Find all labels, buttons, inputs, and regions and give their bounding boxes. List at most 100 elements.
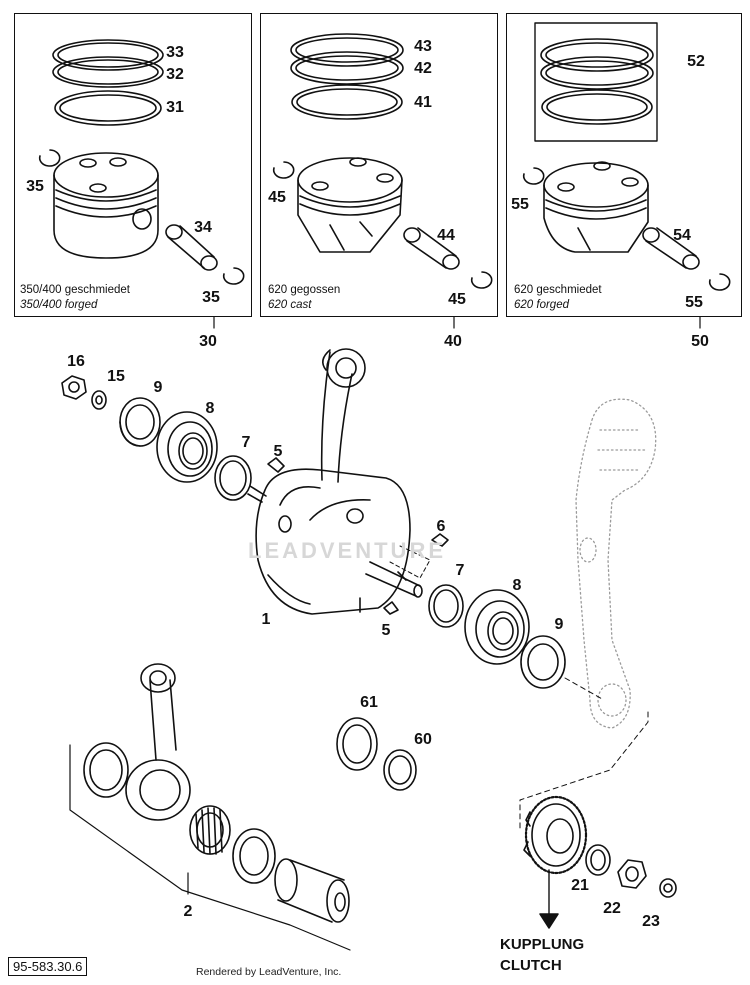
callout-6: 6 <box>436 518 446 535</box>
caption-620-forged-de: 620 geschmiedet <box>514 284 602 296</box>
caption-350-400-de: 350/400 geschmiedet <box>20 284 130 296</box>
crankshaft-1 <box>247 348 423 615</box>
key-slot-detail <box>389 545 431 579</box>
callout-44: 44 <box>437 227 455 244</box>
circlip-55-left <box>522 167 545 185</box>
spacer-ring-7-left <box>214 455 252 501</box>
nut-22 <box>617 859 647 889</box>
circlip-35-right <box>222 267 245 285</box>
spacer-ring-7-right <box>428 584 464 628</box>
watermark-text: LEADVENTURE <box>248 538 447 563</box>
callout-8-right: 8 <box>512 577 522 594</box>
callout-7-right: 7 <box>455 562 465 579</box>
caption-620-cast: 620 gegossen 620 cast <box>268 283 340 313</box>
clutch-label-de: KUPPLUNG <box>500 936 585 953</box>
piston-ring-set-52 <box>540 38 654 125</box>
woodruff-key-6 <box>431 533 449 547</box>
callout-34: 34 <box>194 219 212 236</box>
nut-16 <box>61 375 87 400</box>
caption-620-cast-en: 620 cast <box>268 299 312 311</box>
needle-bearing <box>189 805 231 855</box>
piston-ring-43 <box>290 33 404 67</box>
phantom-link-line <box>564 677 605 701</box>
oil-seal-9-left <box>119 397 161 447</box>
callout-15: 15 <box>107 368 125 385</box>
piston-ring-32 <box>52 56 164 88</box>
callout-54: 54 <box>673 227 691 244</box>
callout-32: 32 <box>166 66 184 83</box>
callout-35-left: 35 <box>26 178 44 195</box>
callout-60: 60 <box>414 731 432 748</box>
panel-620-forged-drawing <box>522 22 731 291</box>
piston-forged-350 <box>53 152 159 259</box>
callout-61: 61 <box>360 694 378 711</box>
piston-pin-54 <box>642 227 700 270</box>
callout-45-left: 45 <box>268 189 286 206</box>
circlip-35-left <box>38 149 61 167</box>
clutch-label: KUPPLUNG CLUTCH <box>500 934 584 976</box>
callout-9-left: 9 <box>153 379 163 396</box>
ball-bearing-8-right <box>464 589 530 665</box>
woodruff-key-5-bottom <box>383 601 399 615</box>
callout-35-right: 35 <box>202 289 220 306</box>
callout-55-right: 55 <box>685 294 703 311</box>
panel-350-400-drawing <box>38 39 245 285</box>
callout-31: 31 <box>166 99 184 116</box>
piston-pin-44 <box>403 227 460 270</box>
panel-620-cast <box>260 13 498 317</box>
gear-link-line <box>519 711 649 831</box>
piston-ring-42 <box>290 51 404 85</box>
callout-42: 42 <box>414 60 432 77</box>
bushing-60 <box>383 749 417 791</box>
kit-bracket <box>69 744 351 951</box>
caption-620-cast-de: 620 gegossen <box>268 284 341 296</box>
callout-2: 2 <box>183 903 193 920</box>
washer-23 <box>659 878 677 898</box>
clutch-label-en: CLUTCH <box>500 957 562 974</box>
engine-case-phantom <box>575 398 657 729</box>
gear-spacer-21 <box>585 844 611 876</box>
piston-pin-34 <box>165 224 218 271</box>
callout-5-bottom: 5 <box>381 622 391 639</box>
assembly-number-40: 40 <box>444 333 462 350</box>
piston-ring-41 <box>291 84 403 120</box>
assembly-number-30: 30 <box>199 333 217 350</box>
caption-350-400: 350/400 geschmiedet 350/400 forged <box>20 283 130 313</box>
circlip-45-left <box>272 161 295 179</box>
panel-620-forged <box>506 13 742 317</box>
piston-ring-33 <box>52 39 164 71</box>
diagram-reference-number: 95-583.30.6 <box>8 957 88 976</box>
callout-7-left: 7 <box>241 434 251 451</box>
callout-52: 52 <box>687 53 705 70</box>
seal-ring-61 <box>336 717 378 771</box>
primary-gear-21-assembly <box>523 795 588 875</box>
caption-620-forged-en: 620 forged <box>514 299 569 311</box>
callout-55-left: 55 <box>511 196 529 213</box>
callout-21: 21 <box>571 877 589 894</box>
callout-45-right: 45 <box>448 291 466 308</box>
callout-22: 22 <box>603 900 621 917</box>
conrod-kit-2 <box>69 663 351 951</box>
callout-9-right: 9 <box>554 616 564 633</box>
clutch-arrow <box>539 869 559 929</box>
oil-seal-9-right <box>520 635 566 689</box>
crank-pin <box>274 858 350 923</box>
callout-41: 41 <box>414 94 432 111</box>
piston-cast-620 <box>297 157 403 253</box>
panel-620-cast-drawing <box>272 33 493 289</box>
callout-5-top: 5 <box>273 443 283 460</box>
caption-620-forged: 620 geschmiedet 620 forged <box>514 283 602 313</box>
assembly-number-50: 50 <box>691 333 709 350</box>
callout-8-left: 8 <box>205 400 215 417</box>
panel-350-400 <box>14 13 252 317</box>
callout-16: 16 <box>67 353 85 370</box>
caption-350-400-en: 350/400 forged <box>20 299 98 311</box>
washer-15 <box>91 390 107 410</box>
ball-bearing-8-left <box>156 411 218 483</box>
callout-33: 33 <box>166 44 184 61</box>
circlip-55-right <box>708 273 731 291</box>
callout-23: 23 <box>642 913 660 930</box>
render-credit: Rendered by LeadVenture, Inc. <box>196 966 342 978</box>
